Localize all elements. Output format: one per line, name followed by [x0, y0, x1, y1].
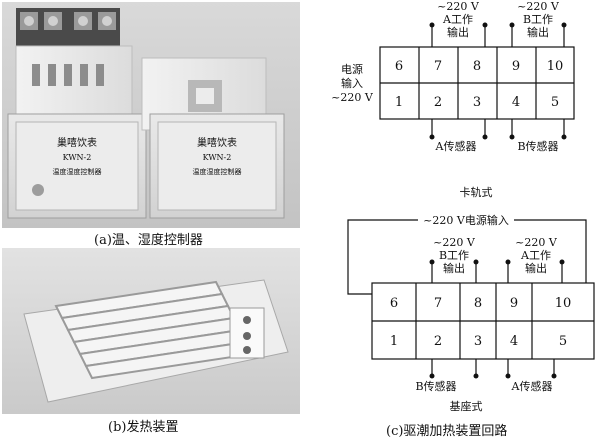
rail-terminal-8: 8: [473, 59, 481, 74]
base-terminal-6: 6: [390, 296, 398, 311]
right-device-model: KWN-2: [203, 153, 232, 162]
rail-terminal-6: 6: [395, 59, 403, 74]
rail-title: 卡轨式: [460, 185, 493, 199]
base-terminal-1: 1: [390, 334, 398, 349]
wiring-diagrams: 6 7 8 9 10 1 2 3 4 5 电源 输入 ~220 V ~220 V…: [331, 0, 595, 413]
base-out-b-3: 输出: [443, 261, 465, 275]
rail-terminal-10: 10: [547, 59, 564, 74]
rail-terminal-9: 9: [512, 59, 520, 74]
right-device-name: 温度湿度控制器: [193, 167, 242, 176]
caption-a: (a)温、湿度控制器: [94, 233, 203, 248]
heater-photo: [2, 248, 300, 414]
rail-sensor-a: A传感器: [435, 140, 477, 153]
rail-power-label-2: 输入: [341, 76, 363, 90]
base-terminal-5: 5: [559, 334, 567, 349]
controller-photo: 巢嘻饮表 KWN-2 温度湿度控制器 巢嘻饮表 KWN-2 温度湿度控制器: [2, 2, 300, 228]
caption-c: (c)驱潮加热装置回路: [386, 424, 508, 439]
heater-illustration: [2, 248, 300, 414]
left-device-model: KWN-2: [63, 153, 92, 162]
base-terminal-7: 7: [434, 296, 442, 311]
rail-terminal-2: 2: [434, 95, 442, 110]
base-terminal-8: 8: [474, 296, 482, 311]
base-out-a-2: A工作: [520, 249, 551, 262]
rail-power-label-3: ~220 V: [331, 91, 374, 104]
left-device-brand: 巢嘻饮表: [57, 136, 97, 149]
base-out-a-3: 输出: [525, 261, 547, 275]
base-out-b-1: ~220 V: [433, 236, 476, 249]
base-out-a-1: ~220 V: [515, 236, 558, 249]
caption-b: (b)发热装置: [108, 420, 179, 435]
rail-out-a-1: ~220 V: [437, 0, 480, 13]
rail-terminal-5: 5: [551, 95, 559, 110]
rail-out-a-2: A工作: [442, 13, 473, 26]
rail-terminal-1: 1: [395, 95, 403, 110]
base-sensor-b: B传感器: [415, 380, 456, 393]
rail-out-a-3: 输出: [447, 25, 469, 39]
base-sensor-a: A传感器: [511, 380, 553, 393]
rail-terminal-4: 4: [512, 95, 520, 110]
base-terminal-9: 9: [510, 296, 518, 311]
rail-out-b-3: 输出: [527, 25, 549, 39]
rail-power-label-1: 电源: [341, 62, 363, 76]
controller-illustration: 巢嘻饮表 KWN-2 温度湿度控制器 巢嘻饮表 KWN-2 温度湿度控制器: [2, 2, 300, 228]
left-device-name: 温度湿度控制器: [53, 167, 102, 176]
base-out-b-2: B工作: [439, 249, 469, 262]
rail-out-b-1: ~220 V: [517, 0, 560, 13]
base-title: 基座式: [450, 399, 483, 413]
base-power-label: ~220 V电源输入: [423, 213, 509, 227]
base-terminal-2: 2: [434, 334, 442, 349]
rail-out-b-2: B工作: [523, 13, 553, 26]
rail-terminal-3: 3: [473, 95, 481, 110]
base-terminal-4: 4: [510, 334, 518, 349]
rail-sensor-b: B传感器: [517, 140, 558, 153]
rail-terminal-7: 7: [434, 59, 442, 74]
right-device-brand: 巢嘻饮表: [197, 136, 237, 149]
base-terminal-3: 3: [474, 334, 482, 349]
base-terminal-10: 10: [555, 296, 572, 311]
